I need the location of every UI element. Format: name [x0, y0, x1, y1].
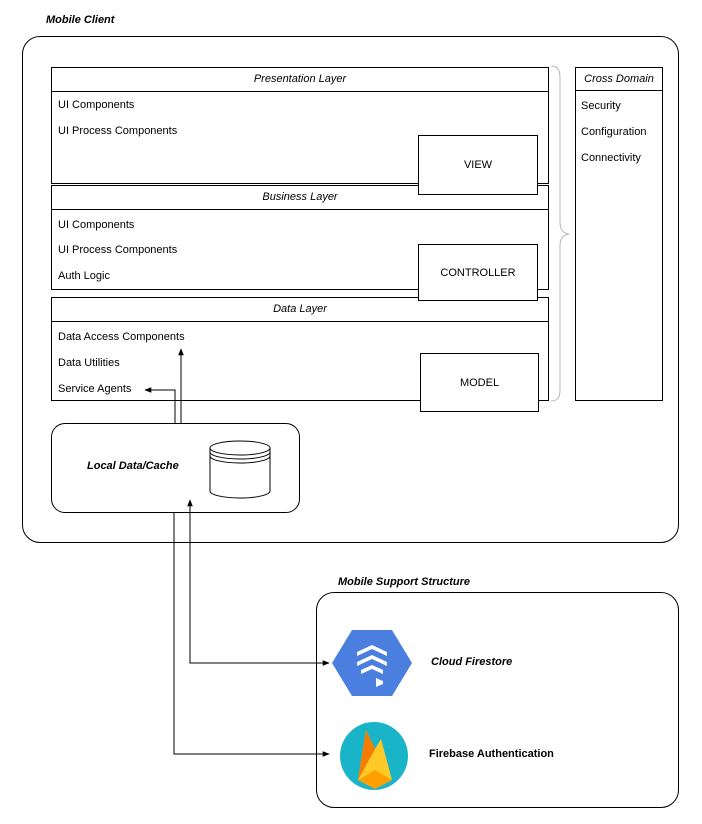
cloud-firestore-label: Cloud Firestore [431, 656, 513, 668]
business-item-ui-process-components: UI Process Components [58, 244, 178, 256]
cache-firestore-arrow [187, 499, 330, 666]
business-item-ui-components: UI Components [58, 219, 135, 231]
data-layer: Data Layer Data Access Components Data U… [51, 297, 549, 401]
data-item-data-access-components: Data Access Components [58, 331, 185, 343]
presentation-layer-header: Presentation Layer [52, 68, 548, 92]
presentation-item-ui-process-components: UI Process Components [58, 125, 178, 137]
cross-domain-panel: Cross Domain Security Configuration Conn… [575, 67, 663, 401]
data-item-service-agents: Service Agents [58, 383, 132, 395]
business-layer: Business Layer UI Components UI Process … [51, 185, 549, 290]
firebase-auth-label: Firebase Authentication [429, 748, 554, 760]
presentation-item-ui-components: UI Components [58, 99, 135, 111]
cross-domain-header: Cross Domain [576, 68, 662, 91]
local-cache-label: Local Data/Cache [87, 460, 179, 472]
mobile-client-title: Mobile Client [46, 14, 115, 26]
cross-domain-item-security: Security [581, 100, 621, 112]
cache-auth-arrow [173, 513, 330, 757]
business-item-auth-logic: Auth Logic [58, 270, 110, 282]
brace [550, 65, 570, 402]
firebase-icon [340, 722, 408, 790]
model-box: MODEL [420, 353, 539, 412]
business-layer-header: Business Layer [52, 186, 548, 210]
data-layer-header: Data Layer [52, 298, 548, 322]
controller-box: CONTROLLER [418, 244, 538, 301]
cloud-firestore-icon [332, 630, 412, 696]
service-agents-arrow [144, 387, 176, 424]
support-title: Mobile Support Structure [338, 576, 470, 588]
cross-domain-item-configuration: Configuration [581, 126, 647, 138]
cross-domain-item-connectivity: Connectivity [581, 152, 641, 164]
view-box: VIEW [418, 135, 538, 195]
data-item-data-utilities: Data Utilities [58, 357, 120, 369]
database-icon [209, 440, 271, 499]
